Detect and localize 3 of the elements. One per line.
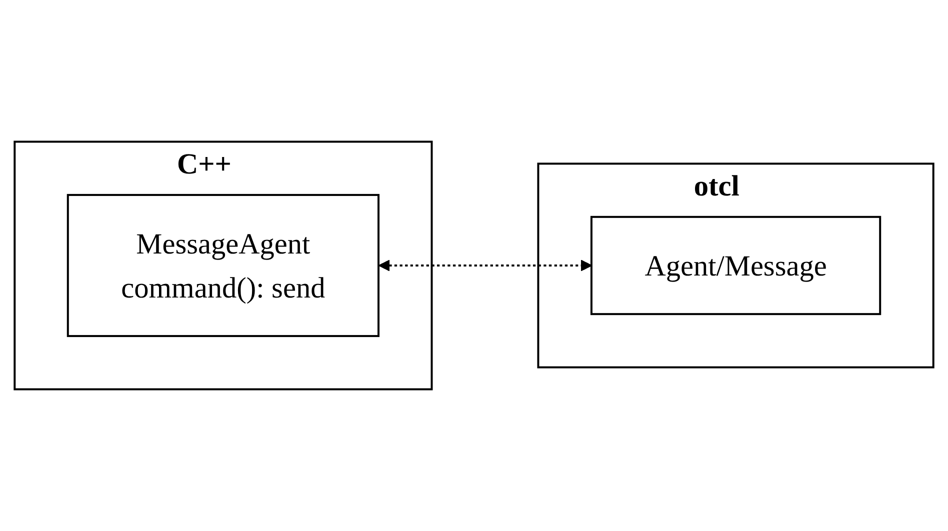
node-box: Agent/Message (590, 216, 882, 316)
node-box: MessageAgent command(): send (66, 194, 380, 338)
arrow (378, 260, 592, 272)
